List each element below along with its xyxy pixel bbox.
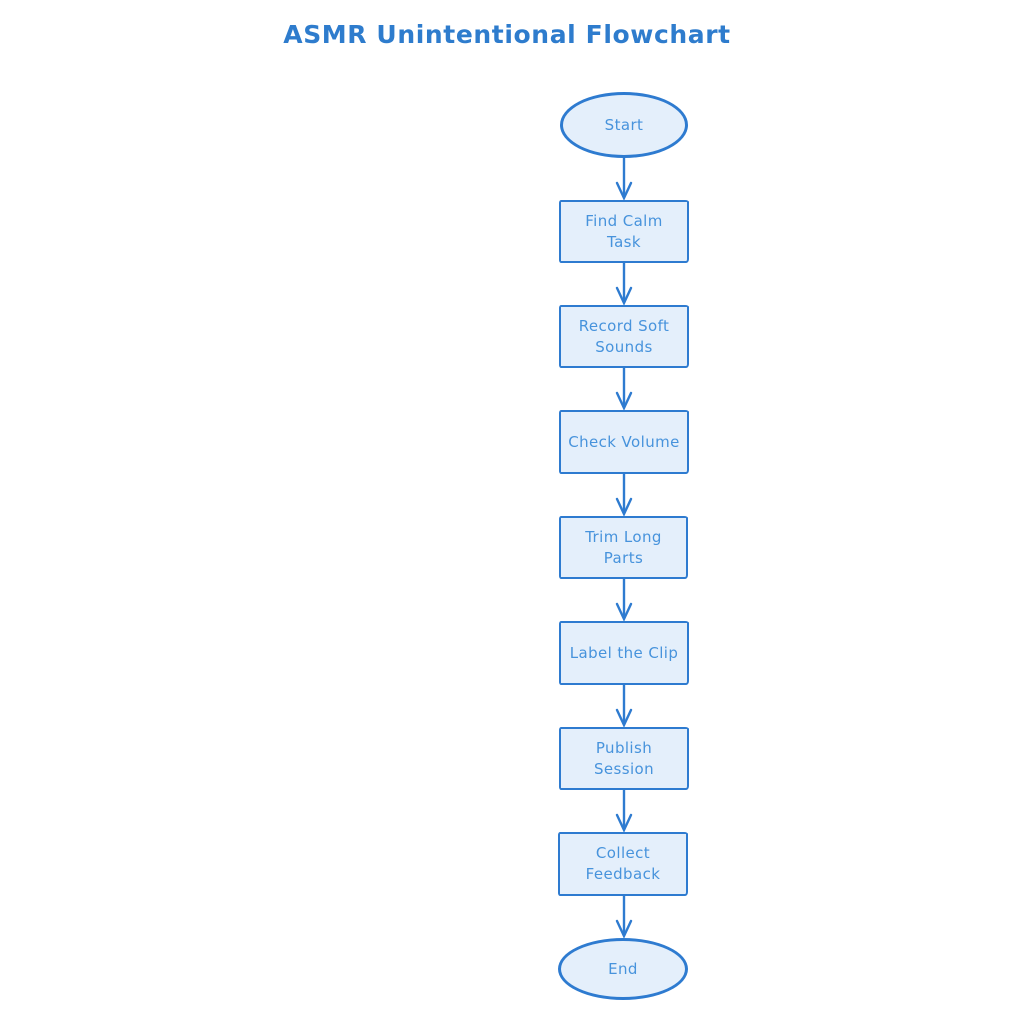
arrow-record-soft-sounds-to-check-volume bbox=[613, 368, 635, 410]
flowchart-title: ASMR Unintentional Flowchart bbox=[283, 20, 731, 49]
arrow-trim-long-parts-to-label-the-clip bbox=[613, 579, 635, 621]
node-find-calm-task-label: Find Calm Task bbox=[585, 211, 663, 251]
node-start-label: Start bbox=[604, 115, 644, 134]
node-check-volume: Check Volume bbox=[559, 410, 689, 474]
node-publish-session-label: Publish Session bbox=[593, 738, 655, 778]
arrow-collect-feedback-to-end bbox=[613, 896, 635, 938]
node-find-calm-task: Find Calm Task bbox=[559, 200, 689, 263]
node-label-the-clip: Label the Clip bbox=[559, 621, 689, 685]
node-start: Start bbox=[560, 92, 688, 158]
arrow-start-to-find-calm-task bbox=[613, 158, 635, 200]
arrow-publish-session-to-collect-feedback bbox=[613, 790, 635, 832]
node-collect-feedback: Collect Feedback bbox=[558, 832, 688, 896]
node-publish-session: Publish Session bbox=[559, 727, 689, 790]
arrow-check-volume-to-trim-long-parts bbox=[613, 474, 635, 516]
node-trim-long-parts: Trim Long Parts bbox=[559, 516, 688, 579]
node-end: End bbox=[558, 938, 688, 1000]
node-record-soft-sounds-label: Record Soft Sounds bbox=[578, 316, 670, 356]
node-check-volume-label: Check Volume bbox=[568, 432, 680, 451]
node-label-the-clip-label: Label the Clip bbox=[569, 643, 679, 662]
node-trim-long-parts-label: Trim Long Parts bbox=[585, 527, 662, 567]
node-collect-feedback-label: Collect Feedback bbox=[585, 844, 661, 883]
arrow-find-calm-task-to-record-soft-sounds bbox=[613, 263, 635, 305]
arrow-label-the-clip-to-publish-session bbox=[613, 685, 635, 727]
node-record-soft-sounds: Record Soft Sounds bbox=[559, 305, 689, 368]
node-end-label: End bbox=[608, 959, 638, 978]
